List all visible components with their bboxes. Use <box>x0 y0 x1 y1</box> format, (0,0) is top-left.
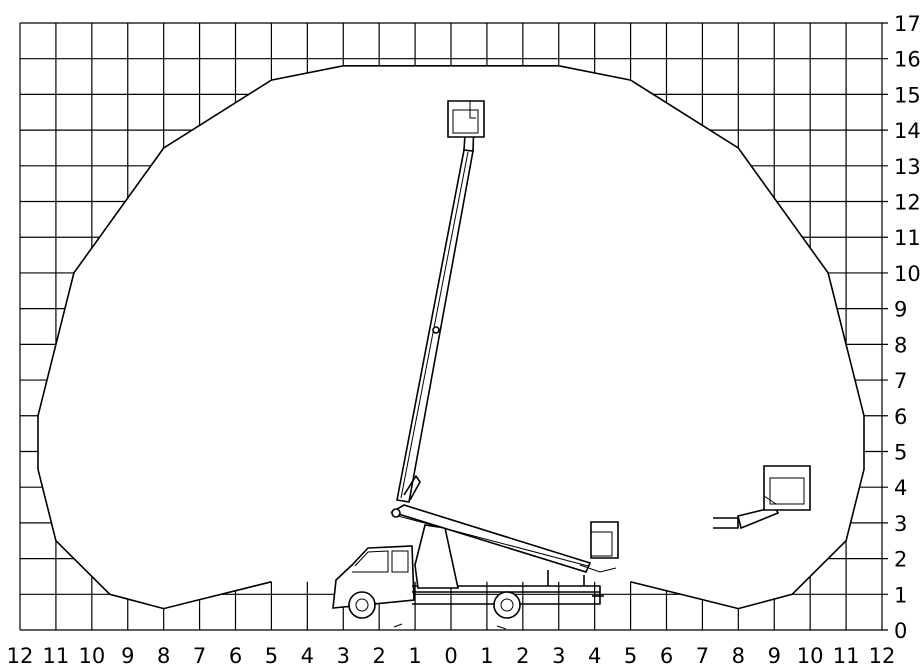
x-tick-label: 7 <box>193 644 206 668</box>
y-tick-label: 14 <box>894 119 921 143</box>
x-tick-label: 8 <box>732 644 745 668</box>
side-boom <box>713 465 811 530</box>
x-tick-label: 1 <box>480 644 493 668</box>
basket-lower <box>579 521 619 573</box>
y-tick-label: 9 <box>894 298 907 322</box>
x-tick-label: 0 <box>444 644 457 668</box>
x-tick-label: 6 <box>660 644 673 668</box>
working-envelope-layer <box>37 65 865 610</box>
x-tick-label: 11 <box>43 644 70 668</box>
y-tick-label: 2 <box>894 548 907 572</box>
y-tick-label: 11 <box>894 226 921 250</box>
basket-top <box>447 100 485 138</box>
x-tick-label: 2 <box>372 644 385 668</box>
y-tick-label: 1 <box>894 583 907 607</box>
x-tick-label: 4 <box>301 644 314 668</box>
x-tick-label: 5 <box>265 644 278 668</box>
x-tick-label: 1 <box>408 644 421 668</box>
working-envelope <box>37 65 865 610</box>
y-tick-label: 13 <box>894 155 921 179</box>
x-tick-label: 5 <box>624 644 637 668</box>
y-tick-label: 12 <box>894 191 921 215</box>
y-tick-label: 10 <box>894 262 921 286</box>
lower-boom <box>390 504 592 589</box>
y-tick-label: 16 <box>894 48 921 72</box>
y-tick-label: 3 <box>894 512 907 536</box>
x-tick-label: 10 <box>797 644 824 668</box>
aerial-platform-truck <box>332 100 811 630</box>
x-tick-label: 6 <box>229 644 242 668</box>
y-tick-label: 17 <box>894 12 921 36</box>
y-tick-label: 8 <box>894 333 907 357</box>
x-tick-label: 11 <box>833 644 860 668</box>
y-tick-label: 7 <box>894 369 907 393</box>
x-tick-label: 7 <box>696 644 709 668</box>
y-tick-label: 15 <box>894 83 921 107</box>
x-tick-label: 12 <box>869 644 896 668</box>
y-tick-label: 5 <box>894 440 907 464</box>
front-wheel <box>348 591 376 619</box>
x-tick-label: 3 <box>552 644 565 668</box>
y-tick-label: 0 <box>894 619 907 643</box>
x-tick-label: 9 <box>121 644 134 668</box>
rear-wheel <box>493 591 521 619</box>
x-tick-label: 9 <box>768 644 781 668</box>
x-tick-label: 10 <box>78 644 105 668</box>
x-tick-label: 8 <box>157 644 170 668</box>
x-tick-label: 3 <box>337 644 350 668</box>
x-tick-label: 12 <box>7 644 34 668</box>
truck-icon <box>332 545 604 630</box>
y-tick-label: 4 <box>894 476 907 500</box>
x-tick-label: 4 <box>588 644 601 668</box>
y-tick-label: 6 <box>894 405 907 429</box>
x-tick-label: 2 <box>516 644 529 668</box>
